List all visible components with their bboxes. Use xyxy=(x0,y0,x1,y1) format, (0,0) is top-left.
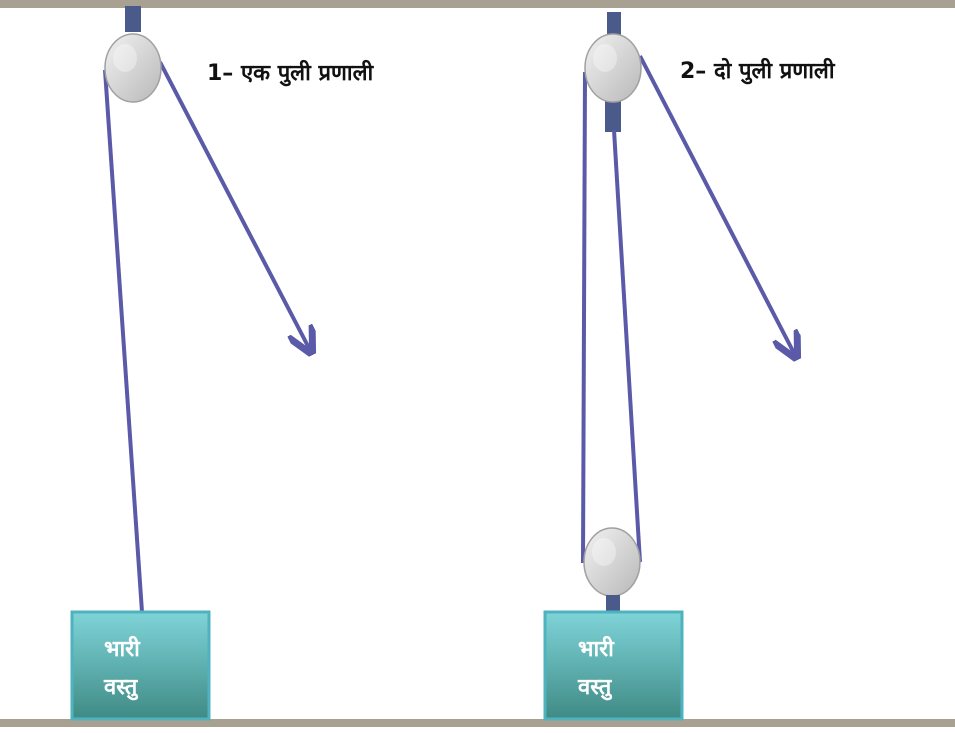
load-label-line2: वस्तु xyxy=(103,675,139,701)
pulley-highlight xyxy=(113,44,137,72)
double-pulley-system: 2– दो पुली प्रणाली भारी वस्तु xyxy=(543,12,836,721)
load-label-line2-2: वस्तु xyxy=(577,675,613,701)
pulley-highlight-2 xyxy=(593,44,617,72)
pull-arrow-icon-2 xyxy=(638,55,795,355)
floor-beam xyxy=(0,719,955,727)
system-2-caption: 2– दो पुली प्रणाली xyxy=(680,57,836,85)
movable-pulley-highlight xyxy=(592,538,616,566)
fixed-pulley-icon-2 xyxy=(584,33,642,103)
pulley-mount xyxy=(125,6,141,32)
rope-right-strand xyxy=(612,129,642,563)
top-pulley-bracket xyxy=(605,98,621,132)
load-box xyxy=(70,610,211,721)
movable-pulley-hook xyxy=(606,595,620,613)
load-label-line1-2: भारी xyxy=(578,635,615,662)
fixed-pulley-icon xyxy=(104,33,162,103)
load-box-2 xyxy=(543,610,684,721)
pull-arrow-icon xyxy=(158,61,310,350)
load-label-line1: भारी xyxy=(104,635,141,662)
ceiling-beam xyxy=(0,0,955,8)
system-1-caption: 1– एक पुली प्रणाली xyxy=(207,59,374,87)
rope-to-load xyxy=(103,69,144,613)
single-pulley-system: 1– एक पुली प्रणाली भारी वस्तु xyxy=(70,6,374,721)
top-pulley-mount xyxy=(607,12,621,36)
rope-left-strand xyxy=(581,71,587,564)
